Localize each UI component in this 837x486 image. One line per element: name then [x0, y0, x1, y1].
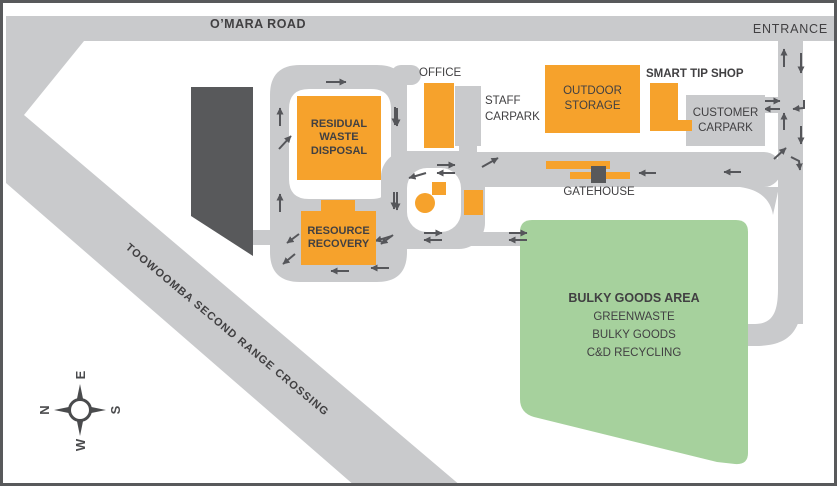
resource-recovery-building-tab — [321, 200, 355, 214]
bulky-goods-item: BULKY GOODS — [592, 329, 676, 341]
bulky-goods-area-title: BULKY GOODS AREA — [568, 291, 700, 305]
entrance-label: ENTRANCE — [752, 22, 828, 36]
bulky-goods-item: GREENWASTE — [593, 311, 675, 323]
omara-road — [6, 16, 834, 41]
outdoor-storage-label: OUTDOOR STORAGE — [563, 85, 622, 112]
flow-arrow-icon — [278, 135, 292, 150]
roundabout-shape — [415, 193, 435, 213]
compass-label-west: W — [73, 438, 88, 451]
compass-circle — [68, 398, 92, 422]
flow-arrow-icon — [408, 172, 427, 180]
gatehouse-boom-west — [570, 172, 593, 179]
junction-fillet — [740, 187, 779, 215]
resource-recovery-building: RESOURCE RECOVERY — [301, 211, 376, 265]
residual-waste-disposal-building: RESIDUAL WASTE DISPOSAL — [297, 96, 381, 180]
gatehouse-building-shape — [591, 166, 606, 183]
flow-arrow-icon — [282, 253, 296, 265]
gatehouse-label: GATEHOUSE — [563, 186, 635, 198]
compass-label-north: N — [37, 405, 52, 414]
small-shed-shape — [432, 182, 446, 195]
map-base-svg: N E S W — [6, 16, 834, 483]
flow-arrow-icon — [773, 147, 787, 160]
flow-arrow-icon — [286, 233, 300, 244]
residual-waste-disposal-label: RESIDUAL WASTE DISPOSAL — [310, 117, 368, 157]
compass-label-south: S — [108, 405, 123, 414]
compass-rose: N E S W — [37, 370, 123, 451]
flow-arrow-icon — [790, 156, 803, 171]
flow-arrow-icon — [481, 157, 499, 168]
compass-label-east: E — [73, 370, 88, 379]
outdoor-storage-building: OUTDOOR STORAGE — [545, 65, 640, 133]
staff-carpark-area — [455, 86, 481, 146]
office-building — [424, 83, 454, 148]
customer-carpark-area: CUSTOMER CARPARK — [686, 95, 765, 146]
entrance-road-curve — [748, 288, 803, 346]
gatehouse-road — [451, 152, 781, 187]
customer-carpark-label: CUSTOMER CARPARK — [692, 106, 759, 134]
gatehouse-boom-east — [606, 172, 630, 179]
resource-recovery-label: RESOURCE RECOVERY — [307, 224, 370, 251]
flow-arrow-icon — [792, 100, 805, 112]
office-label: OFFICE — [419, 67, 462, 79]
smart-tip-shop-building-wing — [665, 120, 692, 131]
loop-west-stub — [249, 230, 275, 245]
gatehouse-boom-north — [546, 161, 610, 169]
smart-tip-shop-label: SMART TIP SHOP — [646, 68, 744, 80]
bulky-goods-item: C&D RECYCLING — [586, 347, 682, 359]
entrance-road — [778, 39, 803, 324]
transfer-building-shape — [191, 87, 253, 256]
office-access-road-leg — [391, 73, 407, 155]
omara-road-label: O’MARA ROAD — [209, 17, 306, 31]
bulky-goods-area-shape — [520, 220, 748, 465]
bulky-goods-access-road — [383, 232, 523, 246]
weighbridge-pad-shape — [464, 190, 483, 215]
staff-carpark-label: STAFF CARPARK — [485, 95, 540, 123]
flow-arrow-icon — [380, 234, 394, 245]
